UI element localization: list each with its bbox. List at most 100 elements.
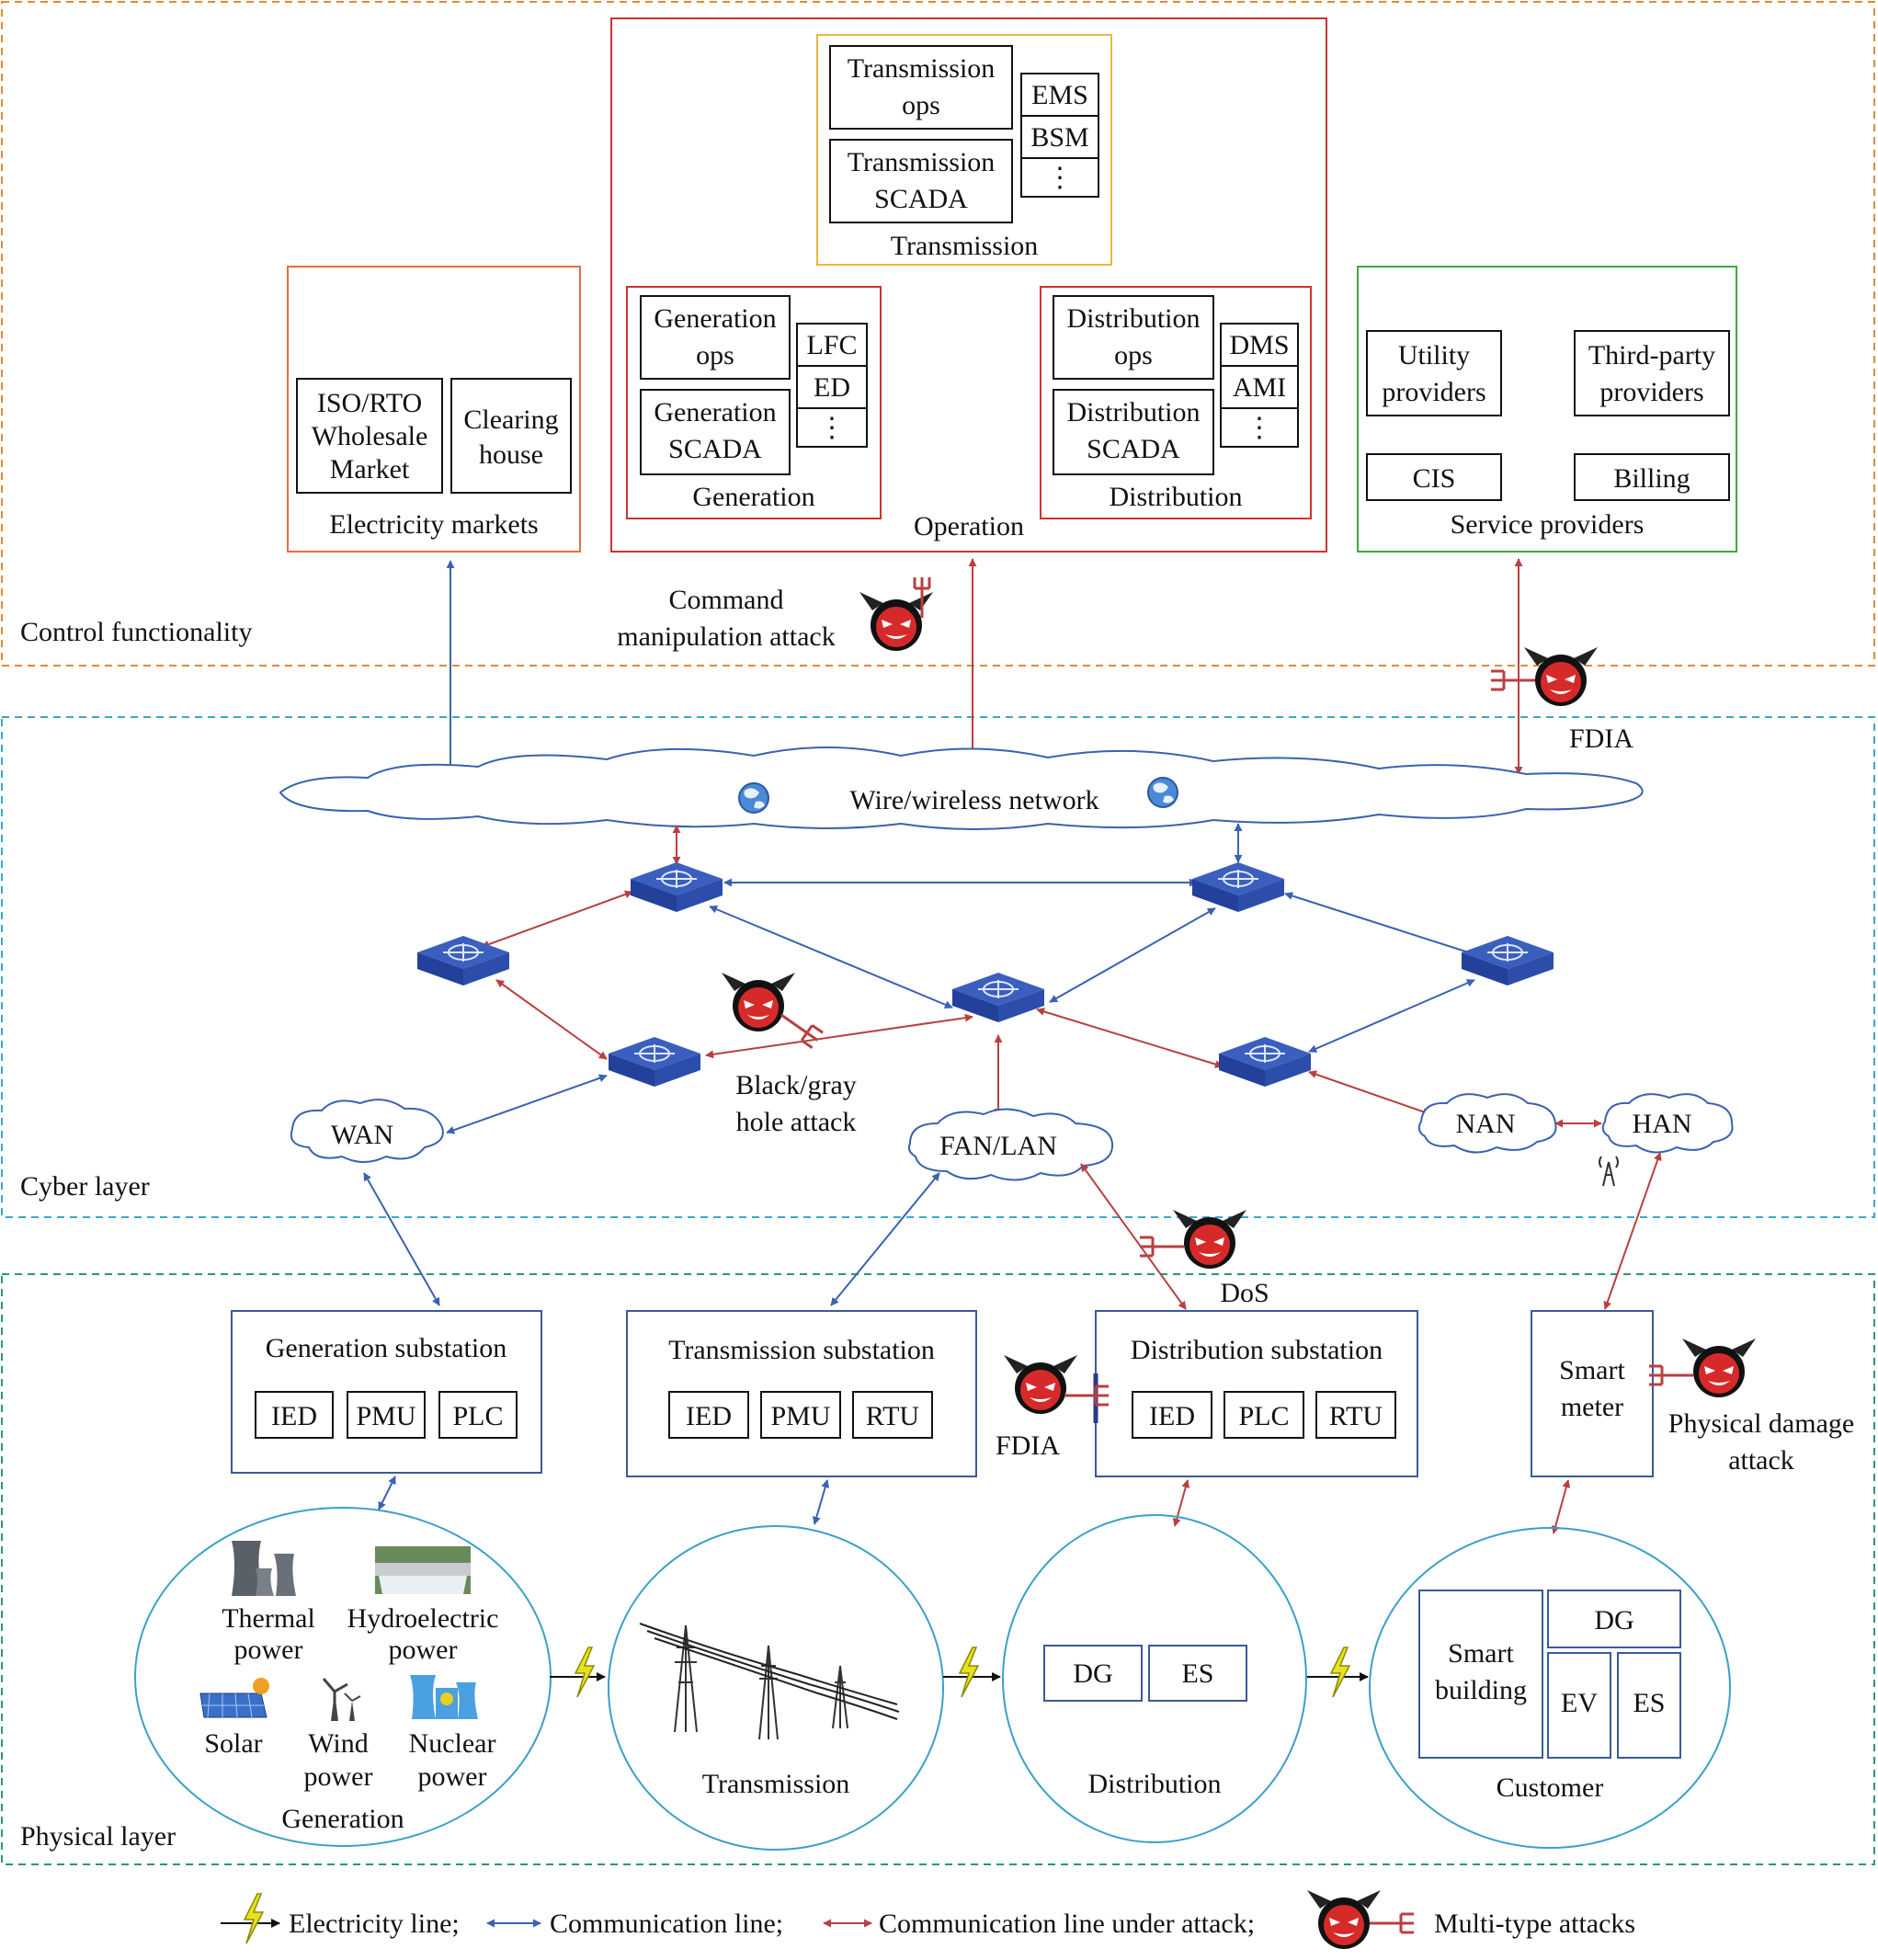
distribution-group-label: Distribution [1109,482,1242,512]
transmission-ops-group [816,34,1112,266]
router-icon [416,935,510,986]
nan-label: NAN [1456,1109,1516,1139]
control-layer-border [1,1,1875,667]
physical-layer-label: Physical layer [20,1821,176,1852]
link-r4-r6 [1308,979,1475,1053]
physical-attack-line1: Physical damage [1668,1408,1854,1439]
cust-es-box [1617,1652,1681,1759]
transmission-ops-line1: Transmission [848,53,996,84]
wind-line1: Wind [308,1728,368,1759]
legend-attack-line-label: Communication line under attack; [879,1909,1255,1939]
cust-dg-label: DG [1594,1605,1633,1635]
lfc-label: LFC [806,330,857,360]
transmission-scada-line2: SCADA [874,184,968,214]
third-party-line2: providers [1599,377,1703,407]
generation-more-label: ⋮ [818,413,846,443]
dist-plc-label: PLC [1238,1401,1289,1431]
service-providers-label: Service providers [1451,509,1645,540]
generation-ops-group [626,286,882,519]
router-icon [608,1036,701,1088]
ed-label: ED [814,372,850,403]
iso-rto-line3: Market [330,454,410,484]
lightning-icon [1330,1647,1350,1698]
fdia-sub-devil-icon [1004,1355,1077,1414]
iso-rto-line1: ISO/RTO [317,388,422,418]
dist-es-box [1148,1645,1247,1702]
legend-multi-label: Multi-type attacks [1434,1909,1635,1939]
command-attack-line1: Command [669,585,784,615]
dist-ied-box [1132,1391,1212,1439]
fdia-top-devil-icon [1524,647,1598,706]
generation-substation-title: Generation substation [266,1333,506,1363]
nuclear-line1: Nuclear [409,1728,496,1759]
link-wan-gen-substation [363,1172,440,1306]
gen-pmu-box [347,1391,426,1439]
distribution-scada-line1: Distribution [1066,397,1200,427]
customer-area-label: Customer [1497,1772,1604,1803]
cust-es-label: ES [1633,1688,1665,1718]
generation-scada-box [640,389,791,475]
clearing-house-line1: Clearing [463,405,558,435]
dist-dg-box [1043,1645,1143,1702]
link-gen-substation-generation [378,1476,396,1510]
solar-label: Solar [204,1728,262,1759]
iso-rto-line2: Wholesale [312,421,428,451]
transmission-towers-icon [639,1623,900,1740]
dist-ied-label: IED [1149,1401,1195,1431]
lightning-icon [575,1647,595,1698]
transmission-more-label: ⋮ [1046,163,1074,193]
trans-rtu-label: RTU [866,1401,920,1431]
transmission-group-label: Transmission [891,231,1039,261]
transmission-scada-box [829,139,1013,223]
billing-label: Billing [1613,463,1690,494]
wan-label: WAN [331,1120,393,1150]
cis-box [1366,453,1502,501]
transmission-scada-line1: Transmission [848,147,996,177]
customer-ellipse [1369,1527,1731,1849]
cust-ev-box [1547,1652,1611,1759]
physical-attack-devil-icon [1682,1339,1756,1397]
smart-building-line1: Smart [1448,1638,1514,1669]
thermal-power-icon [232,1541,296,1596]
fan-lan-cloud [907,1108,1114,1181]
generation-more-box [796,407,868,448]
utility-providers-line1: Utility [1398,340,1470,370]
third-party-providers-box [1574,330,1730,416]
dist-rtu-box [1315,1391,1396,1439]
link-r1-r3 [481,890,633,949]
link-r3-r5 [495,979,608,1060]
transmission-ellipse [608,1525,944,1851]
clearing-house-box [450,378,572,494]
link-r5-wan [446,1074,608,1134]
antenna-icon [1599,1156,1619,1187]
hydro-line1: Hydroelectric [347,1603,499,1634]
hydroelectric-icon [375,1546,471,1594]
gen-plc-box [438,1391,518,1439]
wire-wireless-cloud [279,746,1644,830]
router-icon [1191,861,1285,913]
utility-providers-line2: providers [1382,377,1485,407]
transmission-area-label: Transmission [702,1769,850,1799]
dist-dg-label: DG [1073,1658,1112,1689]
blackhole-line1: Black/gray [735,1070,857,1100]
distribution-ellipse [1002,1514,1307,1843]
globe-icon [738,782,769,814]
trans-pmu-box [760,1391,841,1439]
service-providers-box [1357,266,1737,553]
link-fanlan-trans-substation [830,1172,940,1306]
bsm-label: BSM [1030,122,1088,153]
trans-pmu-label: PMU [770,1401,830,1431]
generation-area-label: Generation [281,1804,404,1834]
cust-ev-label: EV [1561,1688,1598,1718]
lightning-icon [959,1647,979,1698]
distribution-scada-box [1053,389,1214,475]
link-r2-r4 [1284,892,1481,958]
legend-lightning-icon [244,1893,264,1944]
legend-devil-icon [1307,1890,1381,1949]
gen-plc-label: PLC [452,1401,503,1431]
router-icon [1218,1036,1312,1088]
command-attack-line2: manipulation attack [617,621,835,652]
iso-rto-box [296,378,443,494]
link-r2-center [1049,907,1216,1003]
